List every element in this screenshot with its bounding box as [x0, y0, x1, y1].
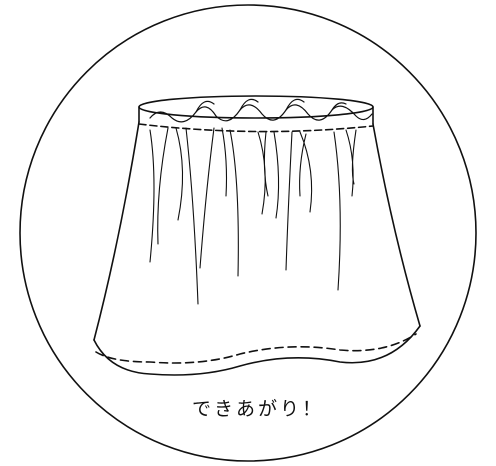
gather-folds: [150, 128, 356, 304]
gathered-skirt-icon: [94, 96, 420, 375]
hem-stitch-line: [96, 334, 416, 363]
elastic-wave-back: [196, 99, 346, 112]
circle-frame: [20, 5, 476, 461]
caption-text: できあがり！: [10, 394, 496, 421]
skirt-left-edge: [94, 122, 139, 340]
elastic-wave: [150, 105, 372, 122]
waistband-stitch-line: [139, 124, 373, 132]
skirt-right-edge: [373, 124, 420, 326]
